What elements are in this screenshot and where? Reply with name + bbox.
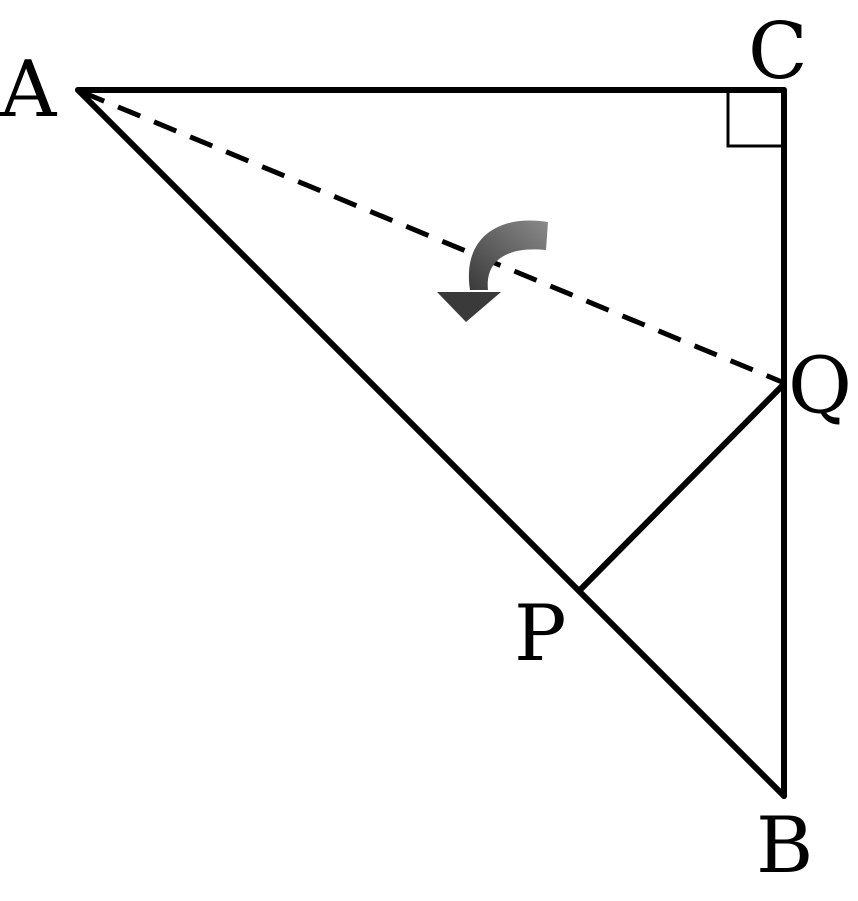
- point-label-P: P: [514, 589, 566, 679]
- right-angle-marker: [726, 90, 784, 148]
- fold-line-AQ: [81, 89, 783, 385]
- curved-arrow-icon: [437, 220, 548, 322]
- side-AB: [75, 87, 787, 799]
- point-label-Q: Q: [788, 341, 852, 431]
- segment-PQ: [577, 381, 787, 593]
- point-label-C: C: [748, 7, 808, 97]
- point-label-B: B: [756, 801, 813, 891]
- point-label-A: A: [0, 45, 58, 135]
